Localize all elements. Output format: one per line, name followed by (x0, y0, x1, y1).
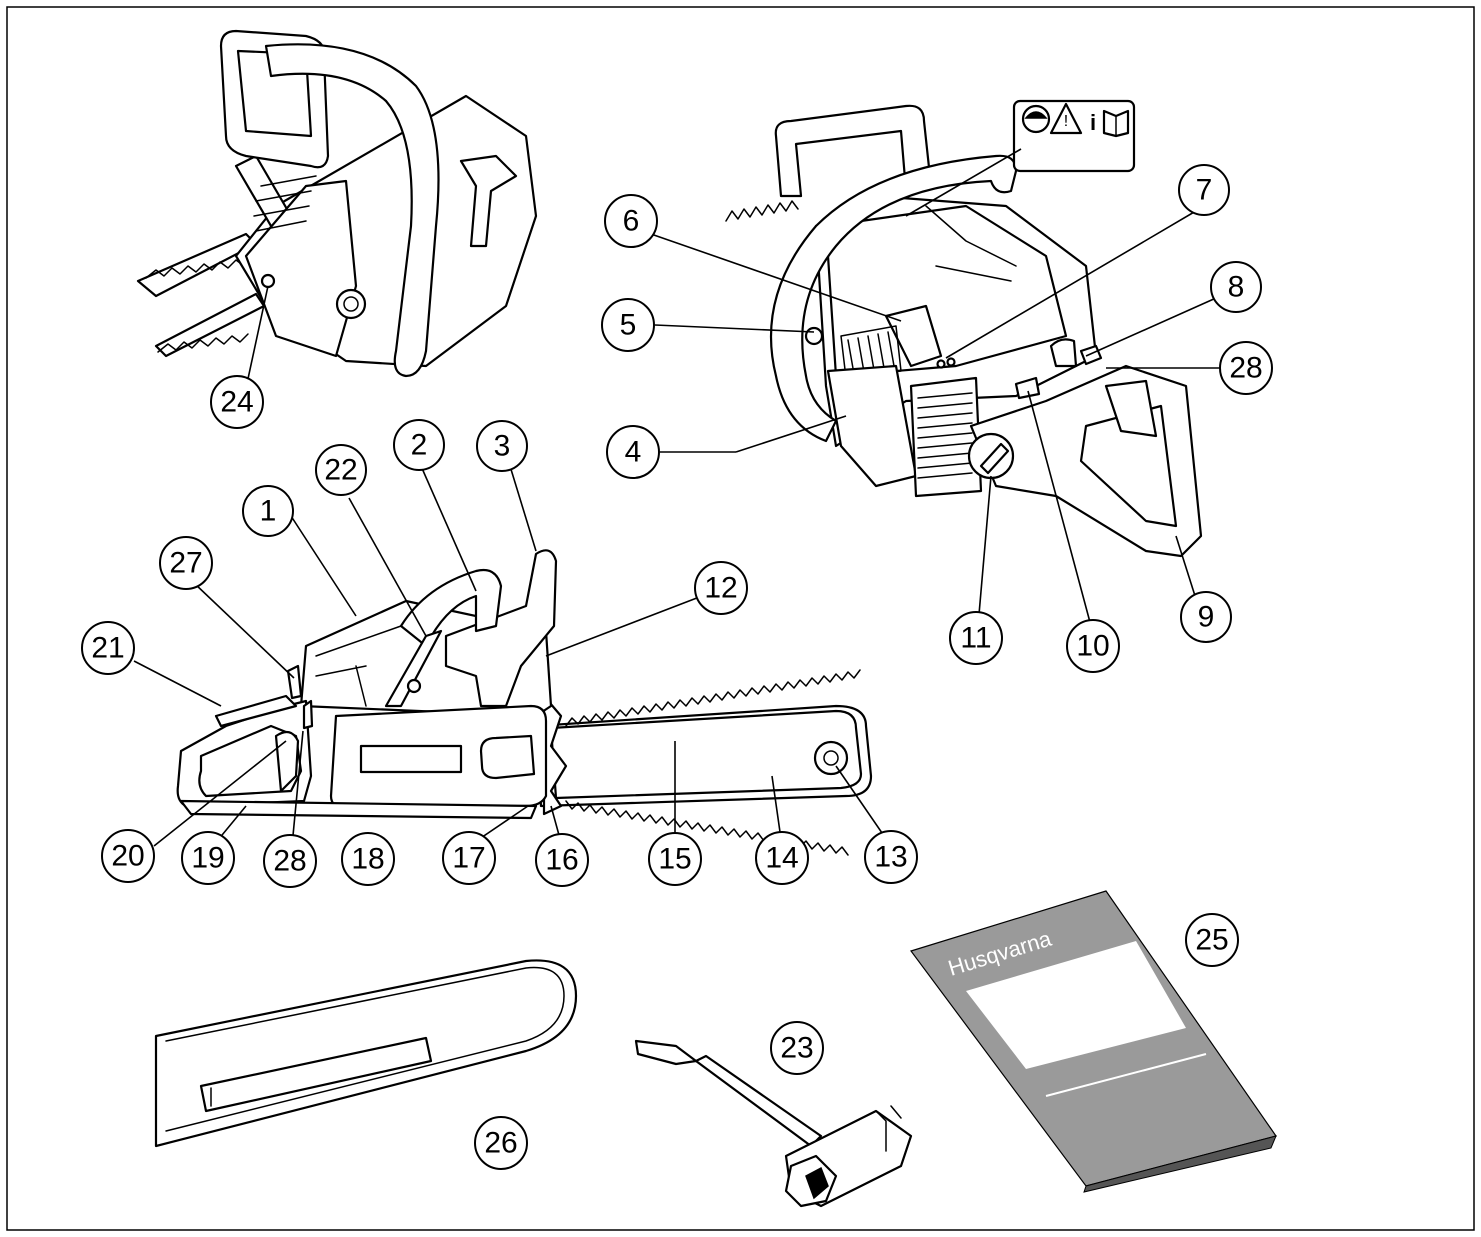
svg-text:10: 10 (1076, 630, 1109, 663)
callout-11: 11 (949, 611, 1003, 665)
svg-text:25: 25 (1195, 924, 1228, 957)
chainsaw-side-view (176, 549, 873, 856)
callout-26: 26 (474, 1116, 528, 1170)
svg-text:27: 27 (169, 547, 202, 580)
svg-text:22: 22 (324, 454, 357, 487)
callout-4: 4 (606, 425, 660, 479)
callout-10: 10 (1066, 619, 1120, 673)
callout-2: 2 (393, 419, 445, 471)
callout-17: 17 (442, 831, 496, 885)
svg-text:28: 28 (273, 845, 306, 878)
svg-text:5: 5 (620, 309, 637, 342)
cover-label (359, 744, 463, 774)
warning-triangle-icon (1049, 102, 1083, 135)
callout-28a: 28 (263, 834, 317, 888)
svg-text:11: 11 (960, 622, 991, 655)
svg-text:16: 16 (545, 844, 578, 877)
info-icon: i (1090, 110, 1096, 135)
callout-1: 1 (242, 485, 294, 537)
svg-text:28: 28 (1229, 352, 1262, 385)
callout-9: 9 (1180, 591, 1232, 643)
callout-23: 23 (770, 1021, 824, 1075)
callout-3: 3 (476, 420, 528, 472)
svg-text:4: 4 (625, 436, 642, 469)
callout-15: 15 (648, 832, 702, 886)
bark-spike (542, 694, 568, 816)
combination-wrench (634, 1039, 913, 1208)
svg-text:3: 3 (494, 430, 511, 463)
svg-text:6: 6 (623, 205, 640, 238)
helmet-icon-visor (1024, 111, 1048, 119)
chainsaw-rear-view (136, 29, 538, 378)
callout-18: 18 (341, 832, 395, 886)
svg-text:20: 20 (111, 840, 144, 873)
callout-13: 13 (864, 830, 918, 884)
svg-text:23: 23 (780, 1032, 813, 1065)
callout-6: 6 (604, 194, 658, 248)
callout-21: 21 (81, 621, 135, 675)
svg-text:24: 24 (220, 386, 253, 419)
callout-14: 14 (755, 831, 809, 885)
callout-27: 27 (159, 536, 213, 590)
callout-19: 19 (181, 831, 235, 885)
callout-28b: 28 (1219, 341, 1273, 395)
svg-text:21: 21 (91, 632, 124, 665)
callout-16: 16 (535, 833, 589, 887)
operators-manual: Husqvarna (910, 890, 1277, 1193)
svg-text:13: 13 (874, 841, 907, 874)
chainsaw-front-view: ! i (725, 99, 1203, 558)
svg-text:18: 18 (351, 843, 384, 876)
callout-20: 20 (101, 829, 155, 883)
callout-12: 12 (694, 561, 748, 615)
warning-triangle-icon-mark: ! (1064, 113, 1068, 130)
svg-text:15: 15 (658, 843, 691, 876)
svg-text:1: 1 (260, 495, 277, 528)
callout-25: 25 (1185, 913, 1239, 967)
svg-text:7: 7 (1196, 174, 1213, 207)
svg-text:26: 26 (484, 1127, 517, 1160)
svg-text:9: 9 (1198, 601, 1215, 634)
guide-bar-cover (154, 959, 578, 1148)
svg-text:14: 14 (765, 842, 798, 875)
svg-text:2: 2 (411, 429, 428, 462)
svg-text:17: 17 (452, 842, 485, 875)
parts-diagram: ! i (6, 6, 1475, 1231)
callouts: 1 2 3 4 5 6 7 8 9 10 11 12 13 14 15 16 1… (81, 164, 1273, 1170)
callout-8: 8 (1210, 261, 1262, 313)
svg-text:12: 12 (704, 572, 737, 605)
helmet-icon (1021, 104, 1051, 134)
callout-7: 7 (1178, 164, 1230, 216)
svg-text:19: 19 (191, 842, 224, 875)
callout-5: 5 (601, 298, 655, 352)
svg-text:8: 8 (1228, 271, 1245, 304)
bar-tip-sprocket (813, 740, 849, 776)
leader-lines (133, 148, 1221, 847)
callout-22: 22 (315, 444, 367, 496)
safety-label: ! i (1012, 99, 1136, 173)
callout-24: 24 (210, 375, 264, 429)
